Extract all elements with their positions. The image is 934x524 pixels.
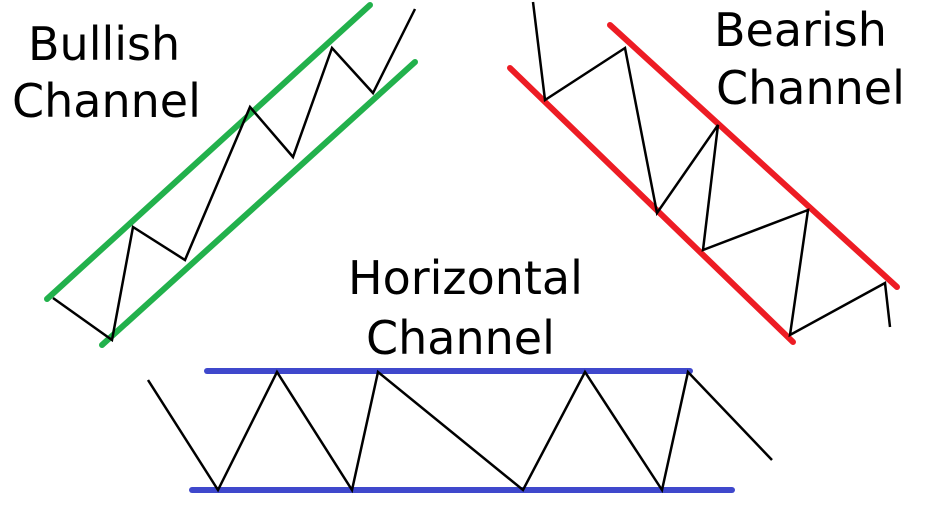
bullish-channel [44, 2, 418, 348]
bearish-title-2: Channel [716, 60, 905, 116]
bullish-lower-boundary [99, 59, 418, 348]
bearish-price-path [531, 1, 892, 338]
bearish-title-line1: Bearish [714, 3, 887, 57]
bearish-title-line2: Channel [716, 61, 905, 115]
bullish-title: Bullish [28, 16, 180, 72]
horizontal-title-2: Channel [366, 310, 555, 366]
bullish-title-2: Channel [12, 73, 201, 129]
bullish-title-line1: Bullish [28, 17, 181, 71]
bullish-price-path [52, 8, 417, 343]
horizontal-title: Horizontal [348, 250, 583, 306]
horizontal-title-line2: Channel [366, 311, 555, 365]
bearish-title: Bearish [714, 2, 887, 58]
bullish-title-line2: Channel [12, 74, 201, 128]
bullish-upper-boundary [44, 2, 373, 302]
bearish-lower-boundary [507, 65, 796, 345]
bearish-upper-boundary [607, 22, 900, 290]
horizontal-price-path [146, 369, 773, 494]
bearish-channel [507, 1, 900, 345]
horizontal-channel [146, 368, 773, 494]
horizontal-title-line1: Horizontal [348, 251, 583, 305]
